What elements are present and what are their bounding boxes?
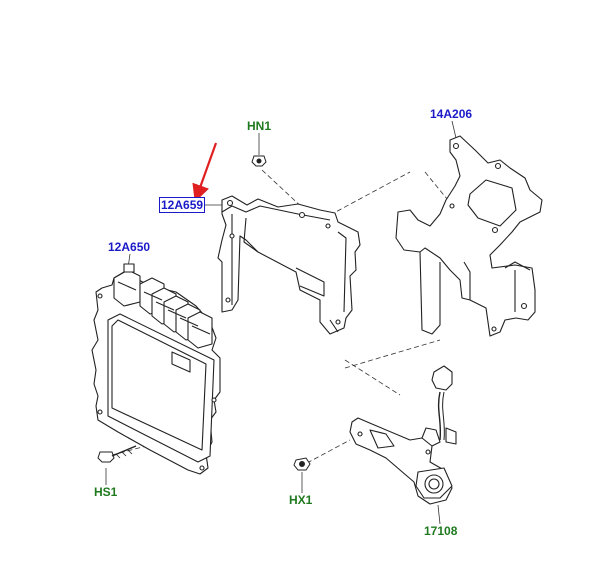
callout-17108[interactable]: 17108 (424, 524, 458, 538)
callout-hn1[interactable]: HN1 (247, 119, 272, 133)
highlight-arrow (192, 142, 218, 203)
sensor-assembly-17108[interactable] (349, 365, 457, 505)
callout-leader-lines (105, 120, 457, 525)
callout-14a206[interactable]: 14A206 (430, 107, 473, 121)
bracket-12a659[interactable] (217, 195, 361, 335)
callout-12a650[interactable]: 12A650 (108, 240, 151, 254)
bolt-hx1[interactable] (293, 457, 311, 471)
callout-hs1[interactable]: HS1 (94, 485, 118, 499)
screw-hs1[interactable] (97, 445, 137, 463)
ecm-module-12a650[interactable] (91, 263, 221, 475)
callout-12a659[interactable]: 12A659 (159, 197, 206, 213)
bracket-14a206[interactable] (395, 135, 543, 337)
callout-hx1[interactable]: HX1 (289, 493, 313, 507)
bolt-hn1[interactable] (251, 155, 267, 167)
